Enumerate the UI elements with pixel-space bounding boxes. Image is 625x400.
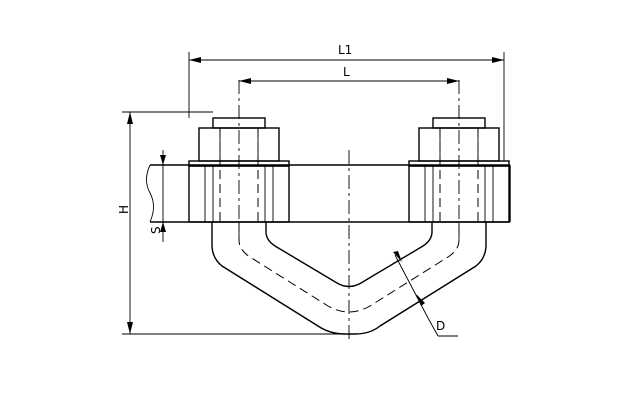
label-h: H (117, 205, 131, 214)
dimension-l1: L1 (188, 43, 505, 161)
label-l: L (343, 65, 350, 79)
dimension-l: L (239, 65, 459, 84)
right-bolt-assembly (408, 80, 510, 240)
dimension-d: D (393, 251, 458, 337)
label-d: D (436, 319, 445, 333)
label-s: S (149, 226, 163, 234)
u-rod (211, 222, 487, 335)
dimension-h: H (117, 111, 345, 335)
dimension-s: S (149, 150, 189, 242)
left-bolt-assembly (188, 80, 290, 240)
clamp-plate (146, 164, 511, 223)
label-l1: L1 (338, 43, 352, 57)
